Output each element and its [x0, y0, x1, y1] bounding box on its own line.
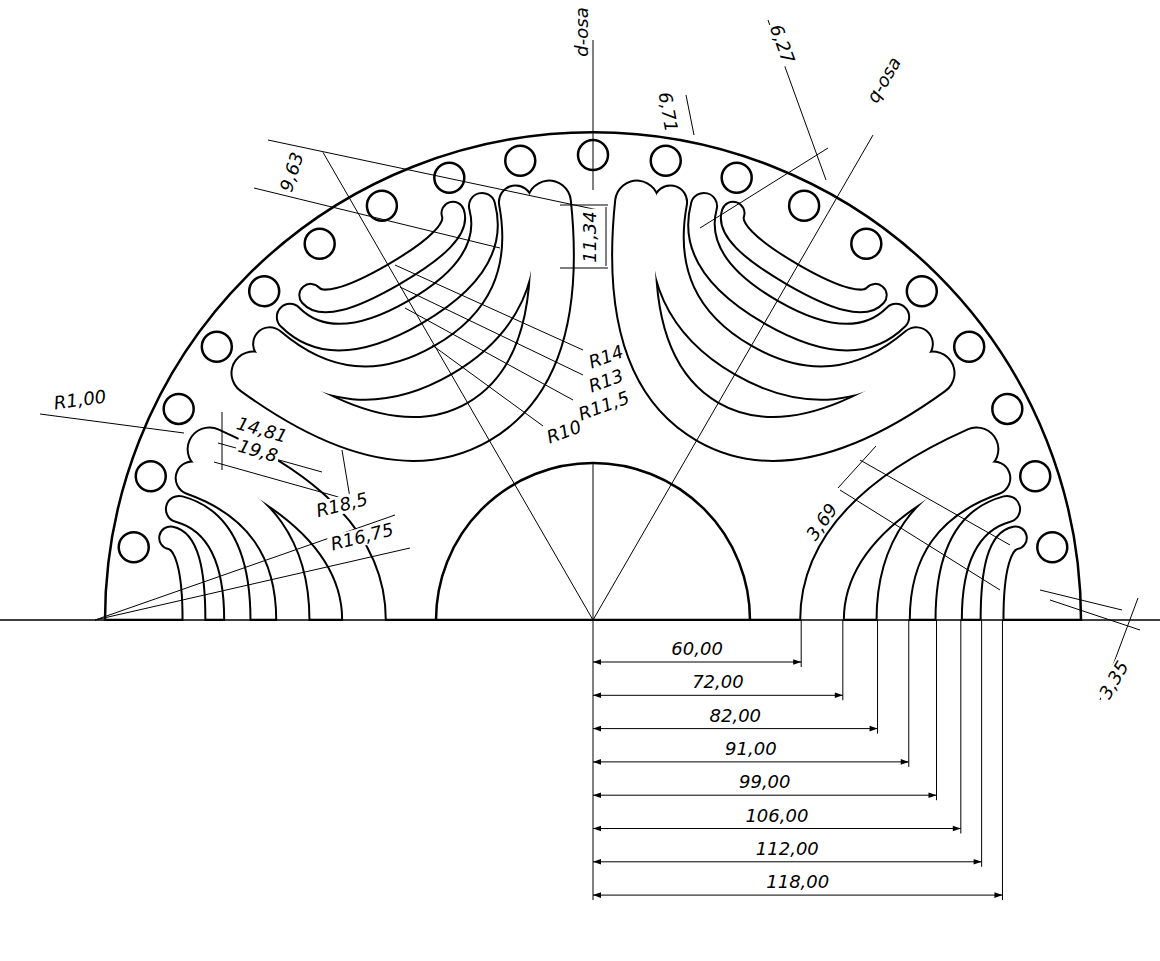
bar-hole — [722, 163, 752, 193]
bar-hole — [136, 461, 166, 491]
leader-line — [840, 490, 1000, 590]
leader-line — [560, 268, 608, 269]
bar-hole — [202, 332, 232, 362]
dimension-label: 118,00 — [764, 873, 831, 891]
flux-barrier — [992, 538, 1015, 621]
dimension-line — [593, 662, 801, 663]
flux-barrier-outline — [253, 202, 552, 439]
flux-barrier-outline — [171, 538, 194, 621]
bar-hole — [992, 394, 1022, 424]
bar-hole — [907, 276, 937, 306]
bar-hole — [1020, 461, 1050, 491]
bar-hole — [164, 394, 194, 424]
leader-line — [593, 135, 873, 620]
leader-line — [268, 140, 598, 210]
flux-barrier-outline — [701, 206, 896, 337]
extension-line — [1002, 620, 1003, 900]
dimension-label: 11,34 — [581, 209, 599, 265]
dimension-line — [593, 728, 878, 729]
flux-barrier-outline — [634, 202, 933, 439]
bar-hole — [1037, 532, 1067, 562]
bar-hole — [505, 146, 535, 176]
bar-hole — [851, 229, 881, 259]
flux-barrier — [270, 202, 519, 383]
dimension-line — [593, 895, 1002, 896]
leader-line — [606, 207, 607, 266]
dimension-label: 91,00 — [723, 740, 779, 758]
flux-barrier-outline — [270, 202, 519, 383]
bar-hole — [651, 146, 681, 176]
leader-line — [432, 345, 543, 426]
bar-hole — [789, 191, 819, 221]
dimension-line — [593, 761, 909, 762]
dimension-line — [593, 695, 843, 696]
dimension-label: R1,00 — [51, 387, 110, 413]
flux-barrier — [253, 202, 552, 439]
leader-line — [686, 95, 694, 135]
dimension-line — [593, 828, 961, 829]
bar-hole — [119, 532, 149, 562]
flux-barrier-outline — [992, 538, 1015, 621]
flux-barrier — [667, 202, 916, 383]
flux-barrier — [732, 213, 875, 301]
extension-line — [801, 620, 802, 667]
dimension-label: 3,35 — [1095, 656, 1133, 703]
leader-line — [1040, 590, 1122, 610]
extension-line — [842, 620, 843, 700]
dimension-label: 6,71 — [655, 89, 680, 136]
dimension-label: q-osa — [863, 52, 905, 107]
dimension-label: d-osa — [573, 5, 591, 58]
dimension-label: 82,00 — [708, 707, 764, 725]
leader-line — [400, 287, 583, 375]
flux-barrier-outline — [290, 206, 485, 337]
flux-barrier — [311, 213, 454, 301]
dimension-label: 60,00 — [669, 640, 725, 658]
leader-line — [1050, 600, 1140, 630]
bar-hole — [434, 163, 464, 193]
leader-line — [700, 148, 828, 228]
leader-line — [560, 205, 608, 206]
leader-line — [323, 152, 593, 620]
extension-line — [877, 620, 878, 734]
leader-line — [95, 548, 410, 620]
flux-barrier — [701, 206, 896, 337]
bar-hole — [954, 332, 984, 362]
dimension-line — [593, 861, 982, 862]
flux-barrier — [171, 538, 194, 621]
extension-line — [936, 620, 937, 800]
dimension-label: 112,00 — [754, 840, 821, 858]
leader-line — [254, 188, 500, 248]
leader-line — [214, 462, 342, 498]
flux-barrier — [290, 206, 485, 337]
leader-line — [395, 265, 583, 350]
extension-line — [908, 620, 909, 767]
bar-hole — [249, 276, 279, 306]
dimension-line — [593, 795, 937, 796]
dimension-label: 72,00 — [690, 673, 746, 691]
dimension-label: 9,63 — [277, 148, 308, 195]
leader-line — [593, 40, 594, 190]
dimension-label: 99,00 — [737, 773, 793, 791]
leader-line — [838, 446, 876, 488]
extension-line — [981, 620, 982, 867]
dimension-label: 106,00 — [743, 807, 810, 825]
extension-line — [960, 620, 961, 834]
leader-line — [860, 460, 1010, 545]
bar-hole — [305, 229, 335, 259]
dimension-label: 6,27 — [766, 20, 798, 68]
leader-line — [222, 412, 223, 470]
flux-barrier — [634, 202, 933, 439]
leader-line — [342, 450, 350, 498]
leader-line — [0, 619, 1160, 621]
leader-line — [593, 463, 594, 900]
flux-barrier-outline — [667, 202, 916, 383]
leader-line — [40, 414, 184, 433]
